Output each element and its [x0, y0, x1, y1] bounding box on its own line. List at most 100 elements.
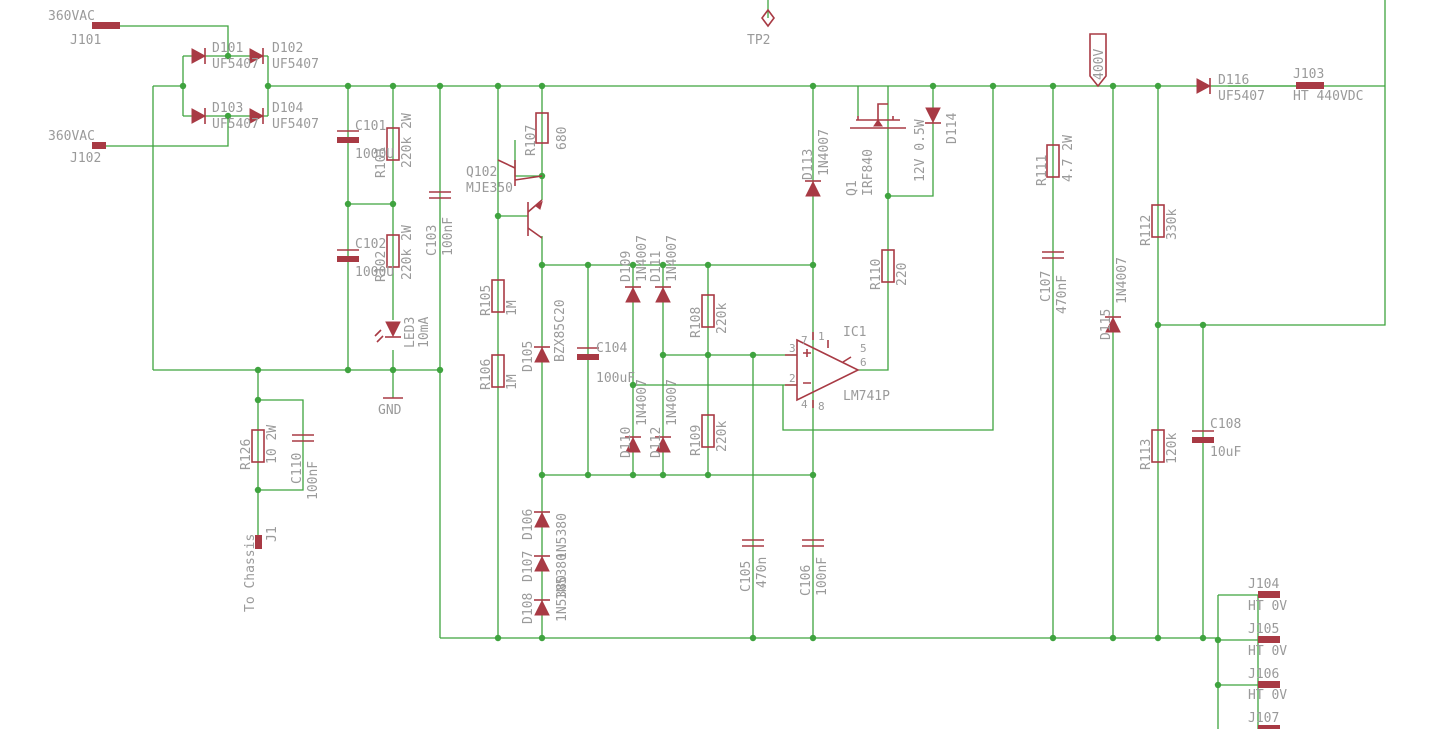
c108-value: 10uF: [1210, 445, 1241, 460]
r109-value: 220k: [715, 421, 730, 452]
capacitors: [292, 191, 1064, 547]
d105-value: BZX85C20: [553, 299, 568, 362]
j102-label: J102: [70, 151, 101, 166]
led3-value: 10mA: [417, 317, 432, 348]
r105-value: 1M: [505, 300, 520, 316]
j103-label: J103: [1293, 67, 1324, 82]
d115-label: D115: [1099, 309, 1114, 340]
d109-label: D109: [619, 251, 634, 282]
ic1-pin3: 3: [789, 342, 796, 355]
j107-label: J107: [1248, 711, 1279, 726]
j105-value: HT 0V: [1248, 644, 1287, 659]
ic1-pin7: 7: [801, 334, 808, 347]
ic1-pin2: 2: [789, 372, 796, 385]
r105-label: R105: [479, 285, 494, 316]
j105-label: J105: [1248, 622, 1279, 637]
ic1-label: IC1: [843, 325, 866, 340]
d113-value: 1N4007: [817, 129, 832, 176]
tp2-label: TP2: [747, 33, 770, 48]
led-icon: [374, 321, 401, 343]
labels: 360VAC J101 360VAC J102 TP2 D101 UF5407 …: [48, 9, 1363, 726]
ic1-value: LM741P: [843, 389, 890, 404]
d112-label: D112: [649, 427, 664, 458]
d101-value: UF5407: [212, 57, 259, 72]
electrolytic-capacitors: [337, 130, 1214, 443]
j1-value: To Chassis: [243, 534, 258, 612]
vertical-diodes: [534, 107, 1121, 616]
connector-pads: [92, 22, 1324, 729]
d113-label: D113: [801, 149, 816, 180]
r102-value: 220k 2W: [400, 225, 415, 280]
r106-value: 1M: [505, 374, 520, 390]
c101-value: 1000U: [355, 147, 394, 162]
d101-label: D101: [212, 41, 243, 56]
d116-diode-icon: [1196, 78, 1212, 94]
d106-value: 1N5380: [555, 513, 570, 560]
r101-label: R101: [374, 147, 389, 178]
gnd-label: GND: [378, 403, 402, 418]
q102-label: Q102: [466, 165, 497, 180]
d116-value: UF5407: [1218, 89, 1265, 104]
bridge-diodes: [191, 48, 265, 124]
j106-label: J106: [1248, 667, 1279, 682]
r107-label: R107: [524, 125, 539, 156]
d105-label: D105: [521, 341, 536, 372]
c106-label: C106: [799, 565, 814, 596]
d106-label: D106: [521, 509, 536, 540]
q102-value: MJE350: [466, 181, 513, 196]
ic1-pin5: 5: [860, 342, 867, 355]
d111-value: 1N4007: [665, 235, 680, 282]
d114-label: D114: [945, 113, 960, 144]
r106-label: R106: [479, 359, 494, 390]
net-label-tag: [1089, 33, 1107, 88]
j101-label: J101: [70, 33, 101, 48]
d116-label: D116: [1218, 73, 1249, 88]
c105-label: C105: [739, 561, 754, 592]
d110-value: 1N4007: [635, 379, 650, 426]
r101-value: 220k 2W: [400, 113, 415, 168]
r108-value: 220k: [715, 303, 730, 334]
j101-value: 360VAC: [48, 9, 95, 24]
r112-value: 330k: [1165, 209, 1180, 240]
c103-label: C103: [425, 225, 440, 256]
d103-label: D103: [212, 101, 243, 116]
ic1-pin8: 8: [818, 400, 825, 413]
r110-label: R110: [869, 259, 884, 290]
c110-value: 100nF: [306, 461, 321, 500]
opamp-ic1-icon: [785, 332, 860, 408]
j104-label: J104: [1248, 577, 1279, 592]
led3-label: LED3: [403, 317, 418, 348]
r111-label: R111: [1035, 155, 1050, 186]
d109-value: 1N4007: [635, 235, 650, 282]
j103-value: HT 440VDC: [1293, 89, 1363, 104]
c107-label: C107: [1039, 271, 1054, 302]
d107-label: D107: [521, 551, 536, 582]
j1-label: J1: [265, 526, 280, 542]
r113-value: 120k: [1165, 433, 1180, 464]
d108-label: D108: [521, 593, 536, 624]
r113-label: R113: [1139, 439, 1154, 470]
c103-value: 100nF: [441, 217, 456, 256]
d114-value: 12V 0.5W: [913, 119, 928, 182]
r111-value: 4.7 2W: [1061, 135, 1076, 182]
ic1-pin1: 1: [818, 330, 825, 343]
d102-value: UF5407: [272, 57, 319, 72]
c107-value: 470nF: [1055, 275, 1070, 314]
d104-label: D104: [272, 101, 303, 116]
ic1-pin4: 4: [801, 398, 808, 411]
r126-label: R126: [239, 439, 254, 470]
d103-value: UF5407: [212, 117, 259, 132]
test-point-icon: [761, 8, 775, 28]
d102-label: D102: [272, 41, 303, 56]
r112-label: R112: [1139, 215, 1154, 246]
q1-label: Q1: [845, 180, 860, 196]
d110-label: D110: [619, 427, 634, 458]
c106-value: 100nF: [815, 557, 830, 596]
c102-label: C102: [355, 237, 386, 252]
c105-value: 470n: [755, 557, 770, 588]
d111-label: D111: [649, 251, 664, 282]
mosfet-q1-icon: [850, 103, 906, 129]
c108-label: C108: [1210, 417, 1241, 432]
r126-value: 10 2W: [265, 425, 280, 464]
